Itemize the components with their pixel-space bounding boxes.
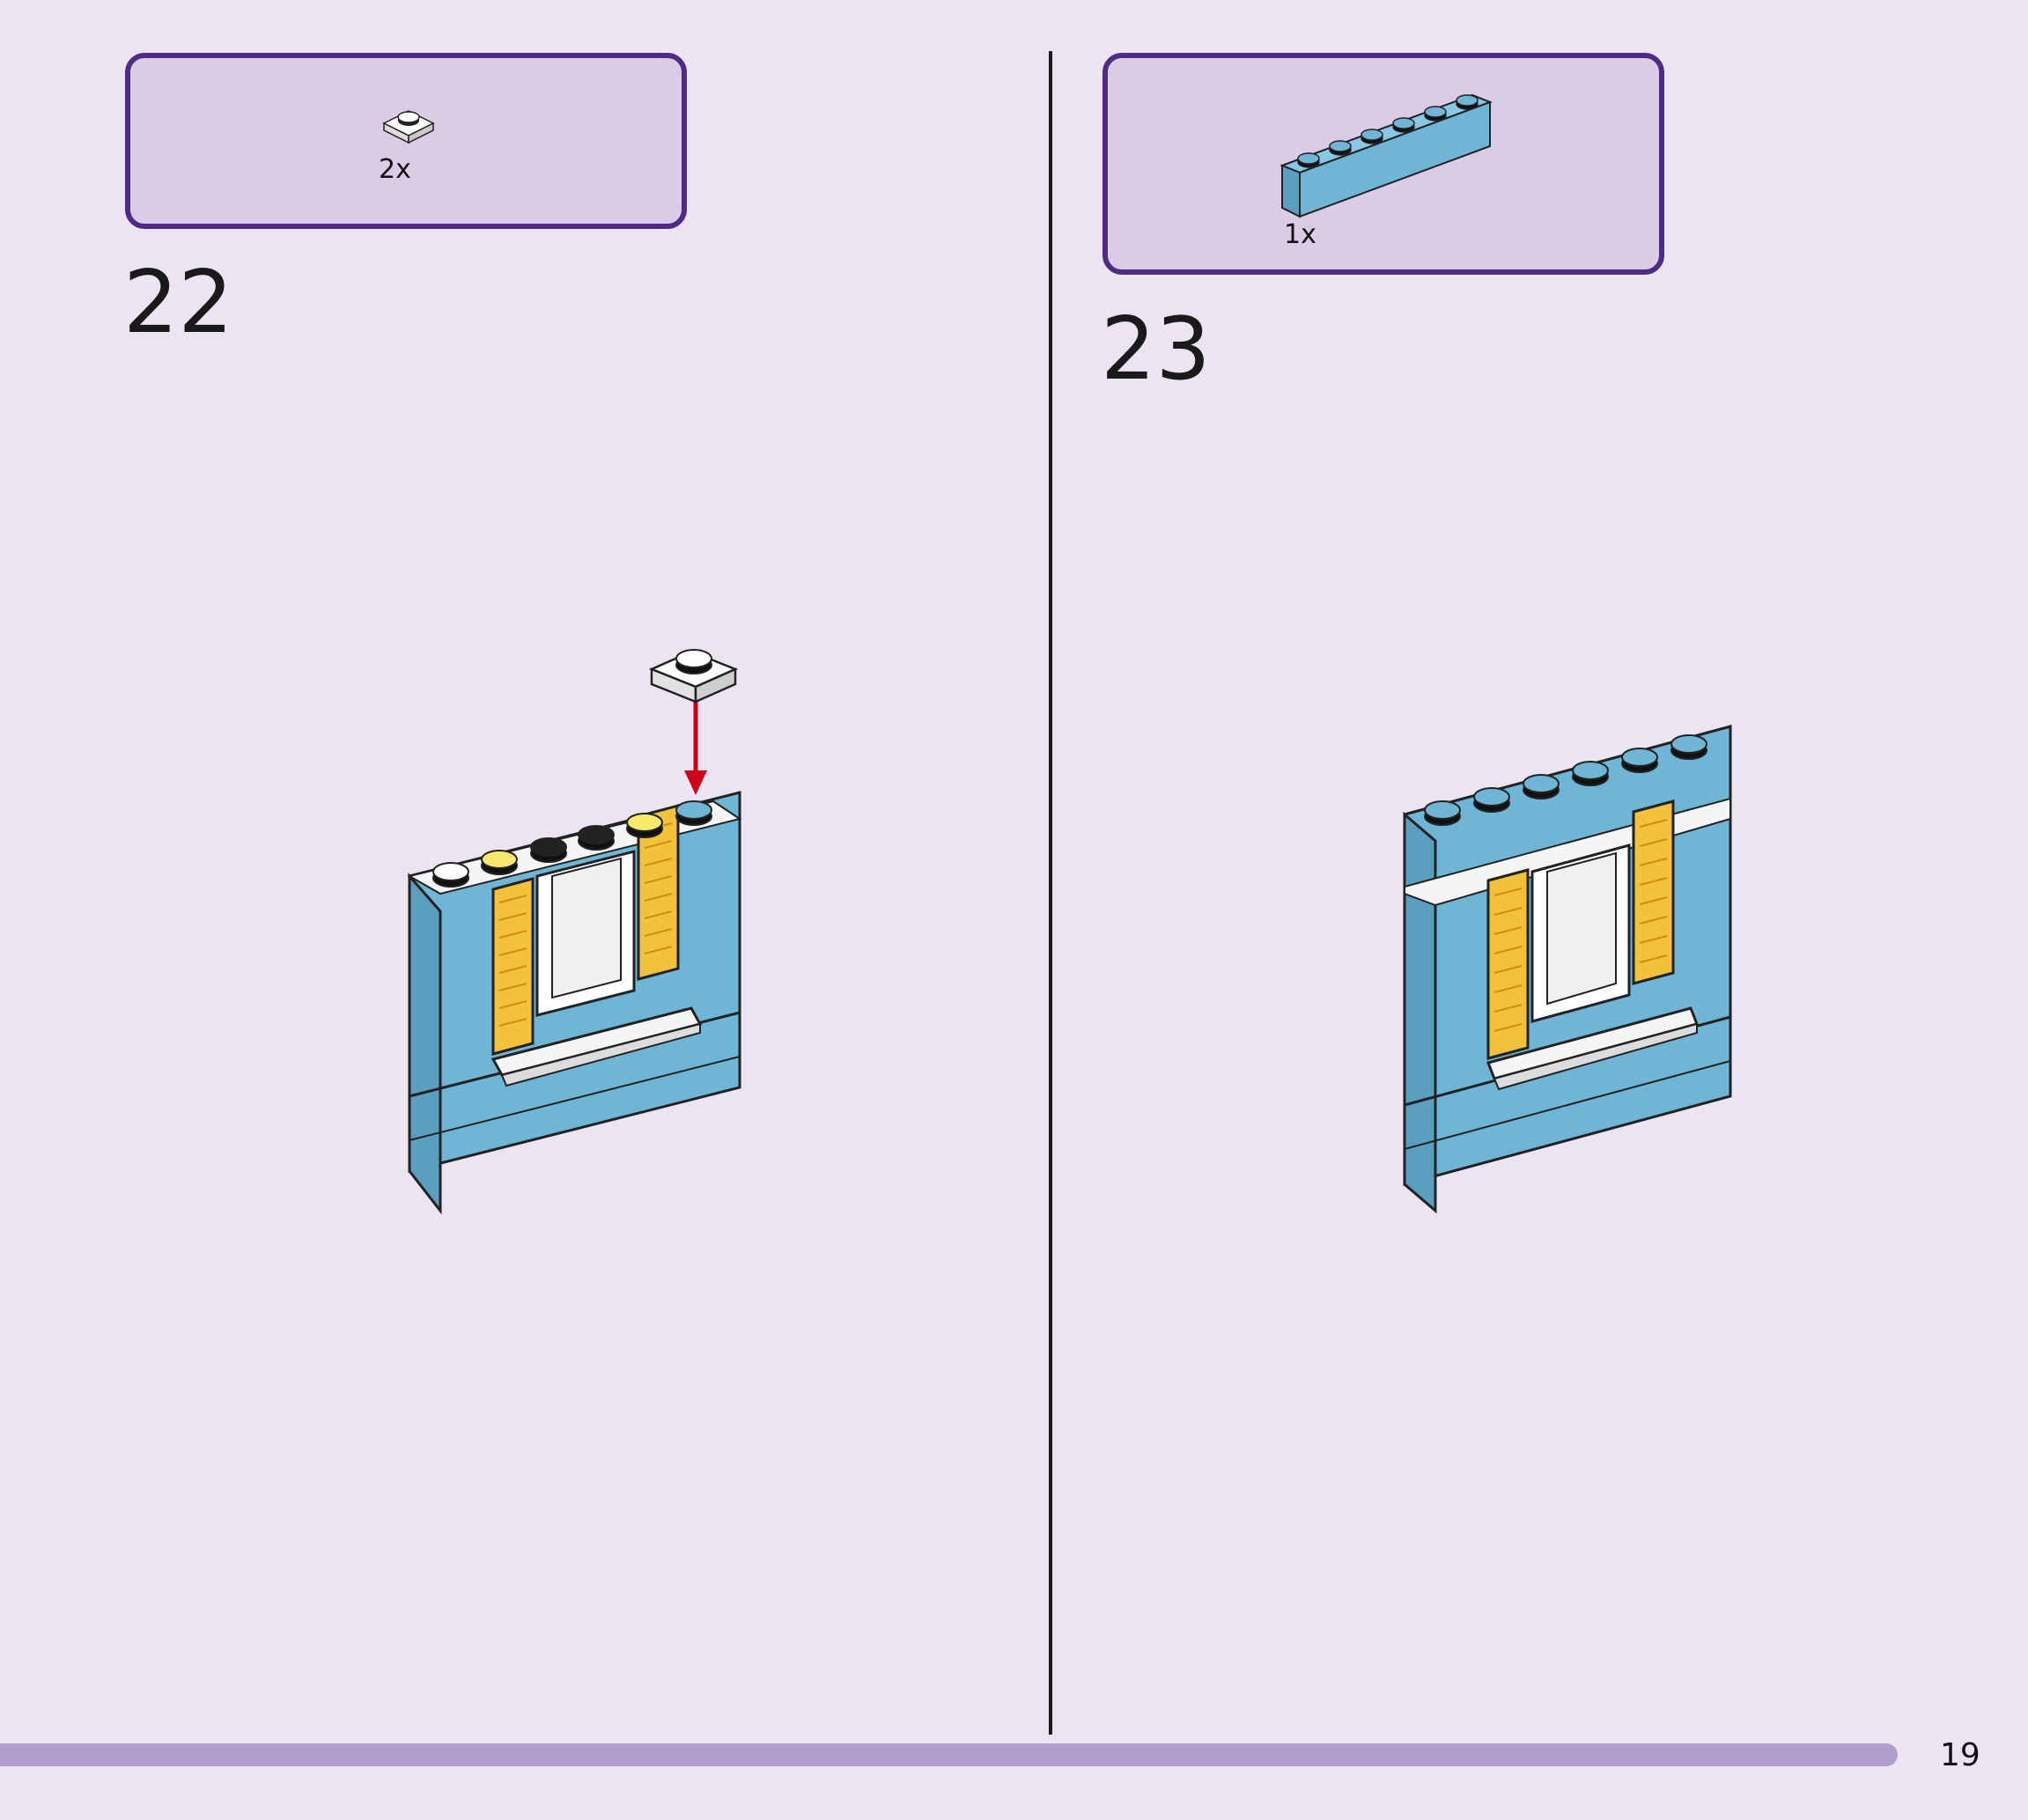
step-22-assembly-illustration: [407, 649, 742, 1215]
step-number-23: 23: [1101, 299, 1211, 400]
parts-box-step-22: 2x: [125, 53, 687, 229]
step-divider: [1049, 51, 1052, 1735]
page-number: 19: [1940, 1737, 1980, 1773]
step-23-assembly-illustration: [1403, 725, 1732, 1214]
part-quantity: 2x: [379, 154, 411, 185]
blue-1x6-brick-icon: [1279, 93, 1493, 218]
progress-bar: [0, 1743, 1898, 1766]
parts-box-step-23: 1x: [1102, 53, 1664, 275]
step-number-22: 22: [123, 253, 233, 353]
part-quantity: 1x: [1284, 219, 1316, 250]
white-1x1-plate-icon: [382, 110, 435, 144]
